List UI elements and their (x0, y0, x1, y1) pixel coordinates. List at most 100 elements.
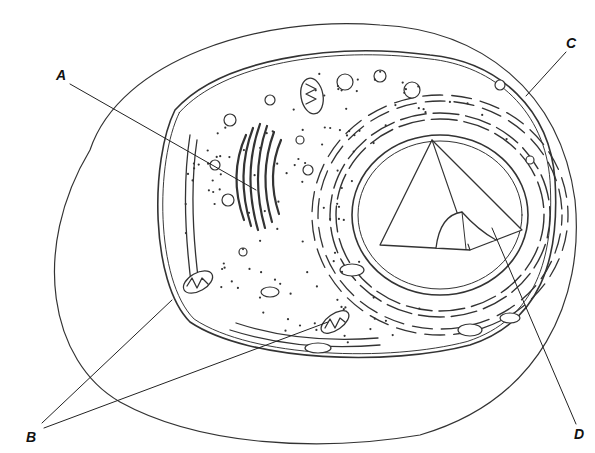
endoplasmic-reticulum (318, 101, 562, 329)
ribosome-dot (212, 191, 214, 193)
ribosome-dot (315, 89, 317, 91)
cell-membrane (158, 51, 556, 358)
ribosome-dot (301, 181, 303, 183)
ribosome-dot (481, 114, 483, 116)
ribosome-dot (193, 162, 195, 164)
ribosome-dot (242, 248, 244, 250)
ribosome-dot (379, 71, 381, 73)
ribosome-dot (306, 271, 308, 273)
mitochondrion (180, 76, 353, 337)
ribosome-dot (343, 219, 345, 221)
ribosome-dot (243, 149, 245, 151)
leader-line (42, 52, 576, 428)
ribosome-dot (259, 240, 261, 242)
ribosome-dot (185, 203, 187, 205)
ribosome-dot (192, 179, 194, 181)
ribosome-dot (237, 287, 239, 289)
callout-letter: C (566, 36, 576, 50)
ribosome-dot (329, 127, 331, 129)
ribosome-dot (344, 335, 346, 337)
ribosome-dot (346, 134, 348, 136)
ribosome-dot (336, 299, 338, 301)
ribosome-dot (337, 88, 339, 90)
ribosome-dot (228, 156, 230, 158)
ribosome-dot (344, 306, 346, 308)
callout-letter: D (574, 427, 584, 441)
ribosome-dot (506, 138, 508, 140)
ribosome-dot (373, 297, 375, 299)
ribosome-dot (402, 82, 404, 84)
ribosome-dot (293, 109, 295, 111)
ribosome-dot (347, 341, 349, 343)
ribosome-dot (405, 88, 407, 90)
ribosomes (185, 71, 508, 344)
ribosome-dot (254, 174, 256, 176)
ribosome-dot (216, 156, 218, 158)
ribosome-dot (324, 126, 326, 128)
nucleolus (436, 212, 496, 248)
ribosome-dot (337, 85, 339, 87)
ribosome-dot (403, 92, 405, 94)
ribosome-dot (248, 268, 250, 270)
ribosome-dot (299, 324, 301, 326)
vesicle (210, 70, 534, 353)
ribosome-dot (348, 130, 350, 132)
ribosome-dot (318, 73, 320, 75)
endoplasmic-reticulum (185, 135, 192, 290)
ribosome-dot (260, 271, 262, 273)
ribosome-dot (207, 149, 209, 151)
ribosome-dot (369, 328, 371, 330)
ribosome-dot (338, 206, 340, 208)
ribosome-dot (373, 142, 375, 144)
ribosome-dot (220, 286, 222, 288)
ribosome-dot (287, 318, 289, 320)
ribosome-dot (423, 108, 425, 110)
ribosome-dot (223, 262, 225, 264)
ribosome-dot (224, 267, 226, 269)
ribosome-dot (316, 285, 318, 287)
endoplasmic-reticulum (230, 330, 380, 347)
ribosome-dot (273, 165, 275, 167)
ribosome-dot (449, 101, 451, 103)
ribosome-dot (357, 79, 359, 81)
ribosome-dot (272, 130, 274, 132)
ribosome-dot (262, 312, 264, 314)
ribosome-dot (297, 158, 299, 160)
nuclear-envelope (358, 141, 522, 289)
golgi-apparatus (236, 124, 281, 230)
ribosome-dot (385, 124, 387, 126)
ribosome-dot (248, 212, 250, 214)
ribosome-dot (276, 228, 278, 230)
ribosome-dot (329, 218, 331, 220)
ribosome-dot (279, 283, 281, 285)
ribosome-dot (374, 79, 376, 81)
ribosome-dot (323, 94, 325, 96)
ribosome-dot (302, 240, 304, 242)
ribosome-dot (185, 232, 187, 234)
ribosome-dot (264, 210, 266, 212)
ribosome-dot (353, 150, 355, 152)
ribosome-dot (358, 130, 360, 132)
ribosome-dot (214, 203, 216, 205)
ribosome-dot (341, 187, 343, 189)
ribosome-dot (208, 189, 210, 191)
ribosome-dot (276, 163, 278, 165)
ribosome-dot (351, 180, 353, 182)
ribosome-dot (217, 132, 219, 134)
ribosome-dot (334, 252, 336, 254)
ribosome-dot (219, 155, 221, 157)
nucleus (352, 135, 528, 295)
endoplasmic-reticulum (193, 140, 199, 285)
ribosome-dot (341, 271, 343, 273)
ribosome-dot (259, 147, 261, 149)
ribosome-dot (315, 329, 317, 331)
ribosome-dot (339, 129, 341, 131)
ribosome-dot (284, 330, 286, 332)
ribosome-dot (231, 280, 233, 282)
ribosome-dot (290, 293, 292, 295)
ribosome-dot (353, 134, 355, 136)
ribosome-dot (385, 320, 387, 322)
ribosome-dot (259, 297, 261, 299)
